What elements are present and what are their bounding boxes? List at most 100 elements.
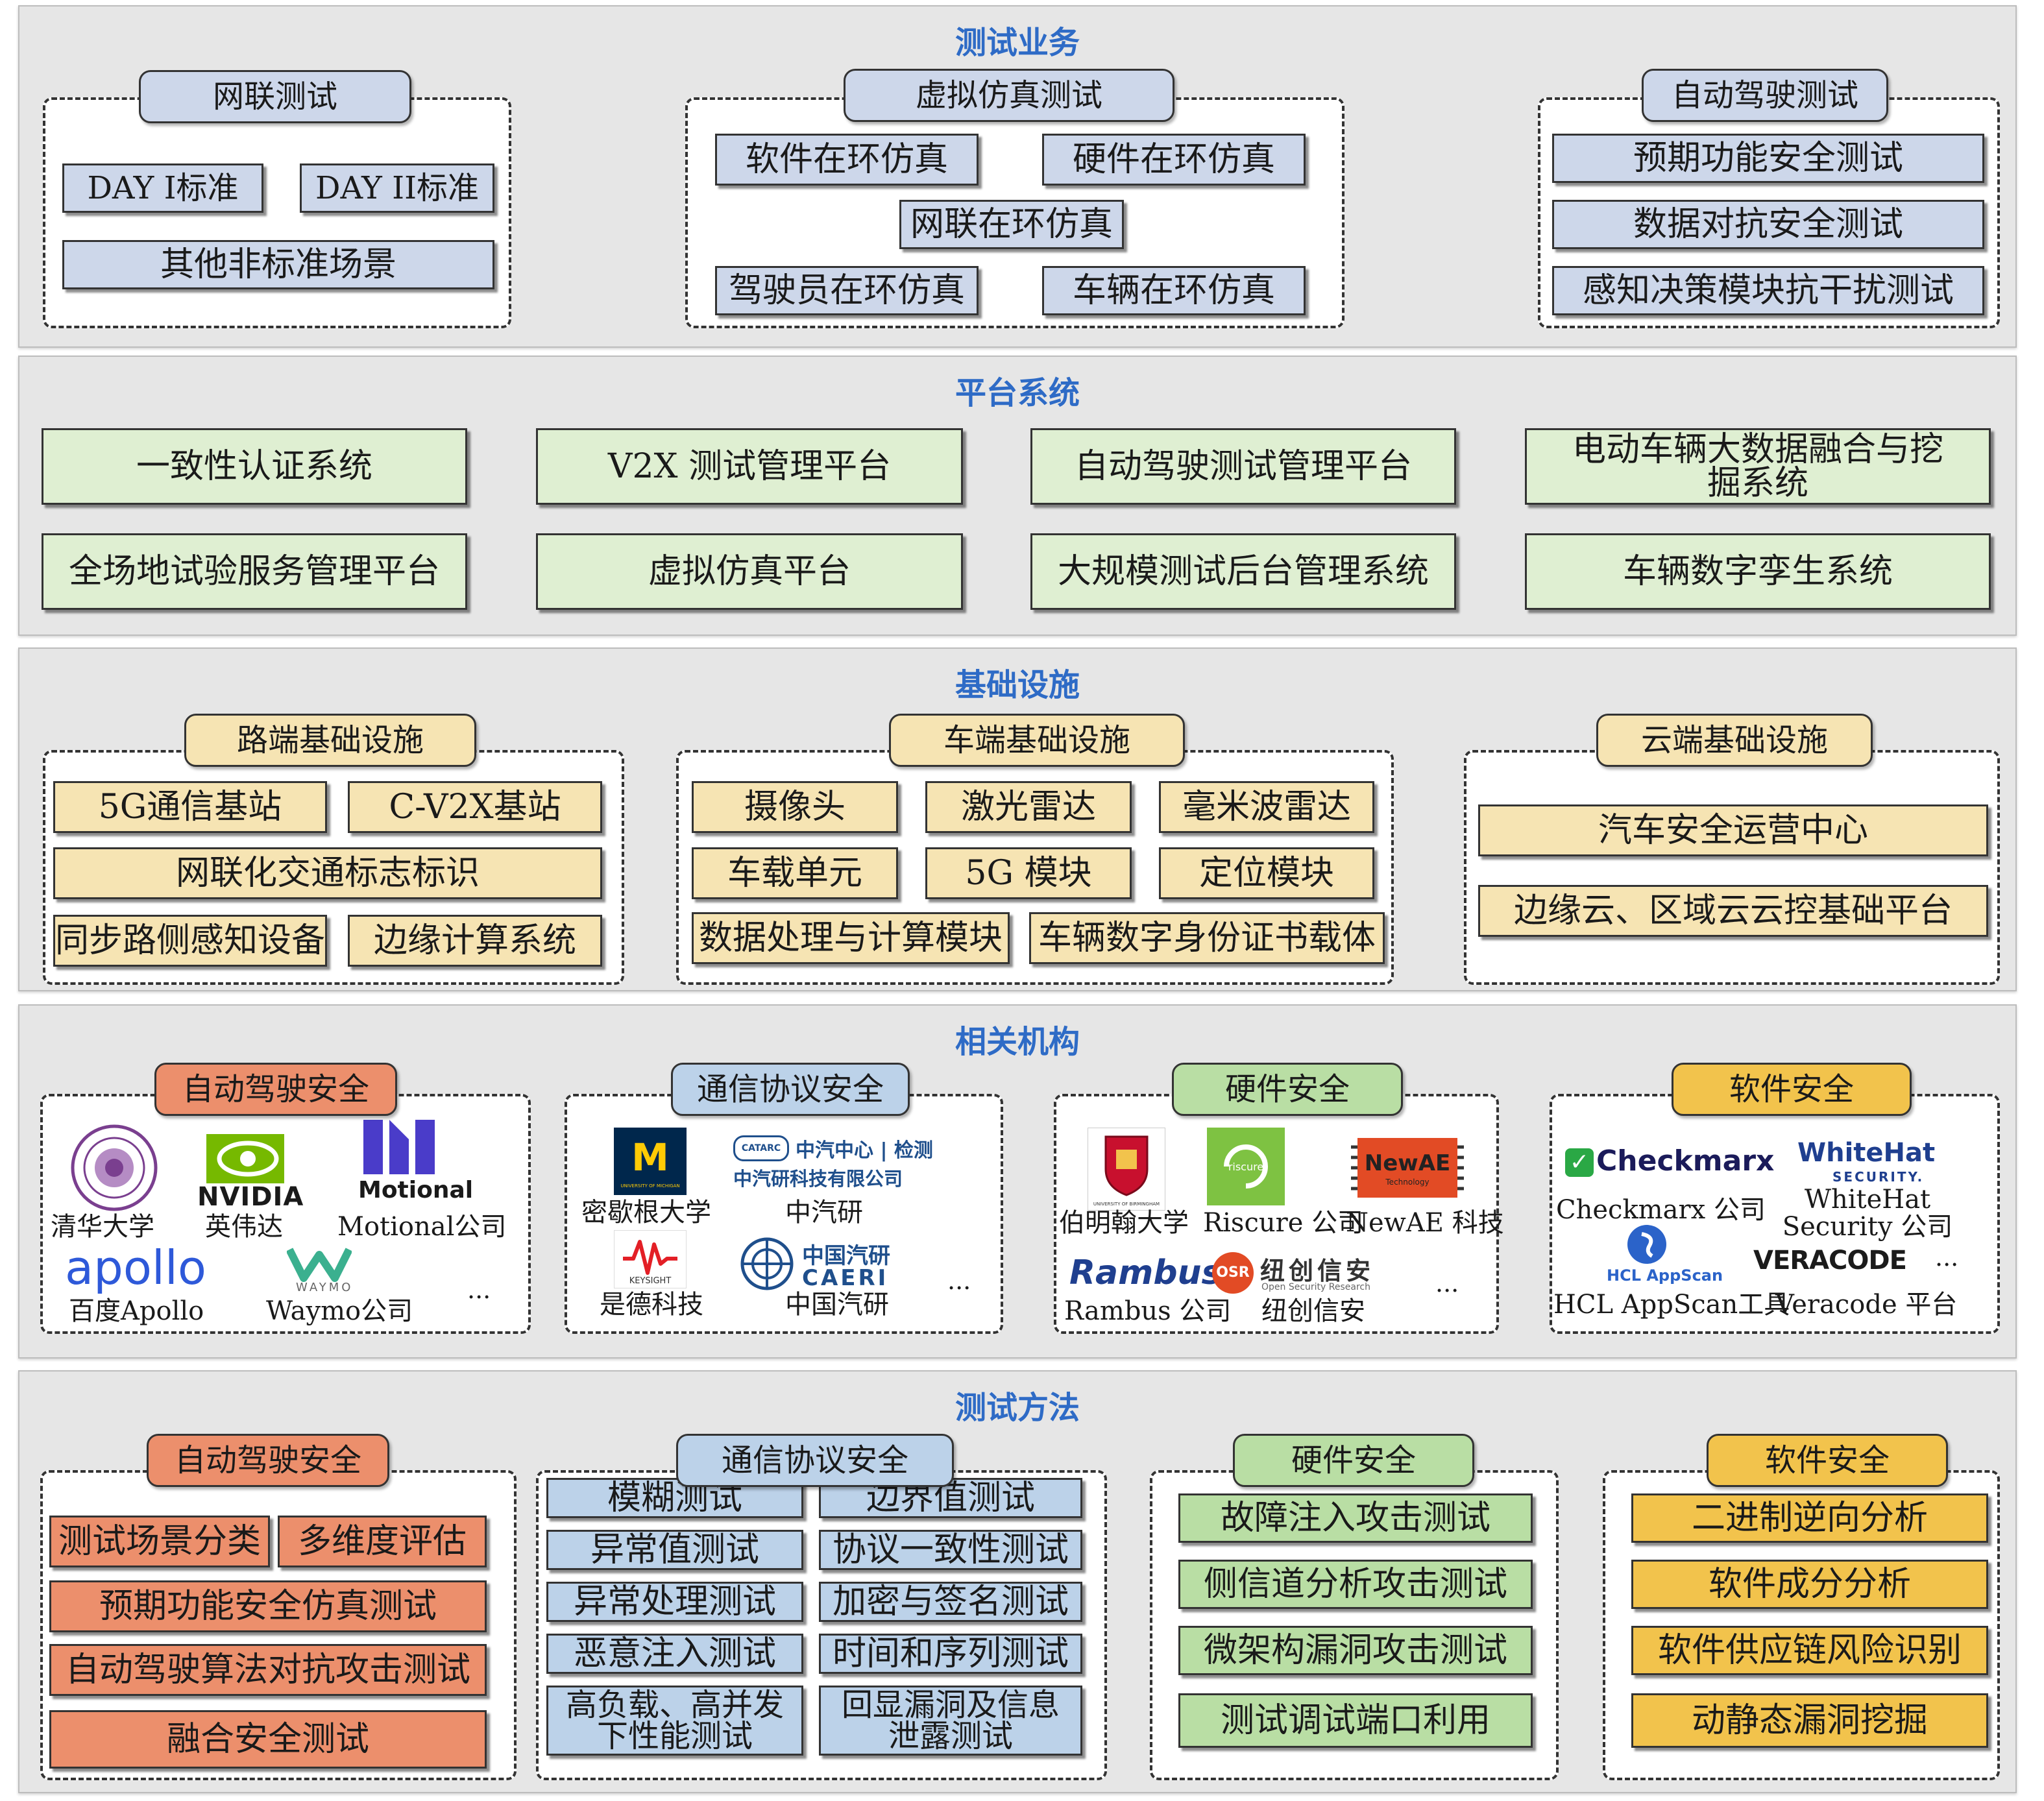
item-positioning-module: 定位模块 <box>1159 847 1374 899</box>
veracode-wordmark: VERACODE <box>1753 1246 1907 1275</box>
platform-digital-twin: 车辆数字孪生系统 <box>1525 533 1991 610</box>
svg-text:M: M <box>631 1135 669 1179</box>
group-title-methods-ad-safety: 自动驾驶安全 <box>147 1434 389 1487</box>
hcl-appscan-icon <box>1627 1225 1666 1264</box>
group-title-virtual-sim: 虚拟仿真测试 <box>844 69 1174 122</box>
nvidia-wordmark: NVIDIA <box>197 1182 304 1212</box>
svg-text:UNIVERSITY OF BIRMINGHAM: UNIVERSITY OF BIRMINGHAM <box>1093 1202 1160 1207</box>
caption-checkmarx: Checkmarx 公司 <box>1556 1195 1766 1225</box>
item-mmwave-radar: 毫米波雷达 <box>1159 781 1374 833</box>
group-title-road-infra: 路端基础设施 <box>184 714 476 767</box>
method-scenario-classification: 测试场景分类 <box>49 1516 270 1567</box>
keysight-logo: KEYSIGHT <box>614 1230 687 1288</box>
more-orgs-sw: ... <box>1935 1243 1959 1272</box>
method-fuzzing: 模糊测试 <box>546 1478 803 1518</box>
caption-keysight: 是德科技 <box>600 1290 703 1320</box>
platform-conformance-cert: 一致性认证系统 <box>42 428 467 505</box>
method-supply-chain-risk: 软件供应链风险识别 <box>1631 1626 1988 1675</box>
catarc-logo: CATARC 中汽中心 | 检测 中汽研科技有限公司 <box>733 1135 967 1191</box>
item-cloud-control-platform: 边缘云、区域云云控基础平台 <box>1478 885 1988 937</box>
group-orgs-hw-safety: UNIVERSITY OF BIRMINGHAM 伯明翰大学 riscure R… <box>1054 1094 1504 1334</box>
item-camera: 摄像头 <box>692 781 898 833</box>
hcl-appscan-wordmark: HCL AppScan <box>1607 1266 1723 1285</box>
whitehat-sub: SECURITY. <box>1832 1169 1925 1185</box>
catarc-badge: CATARC <box>733 1135 789 1161</box>
group-autonomous-test: 预期功能安全测试 数据对抗安全测试 感知决策模块抗干扰测试 <box>1538 97 2000 328</box>
michigan-logo: M UNIVERSITY OF MICHIGAN <box>614 1128 687 1195</box>
item-sotif-test: 预期功能安全测试 <box>1552 134 1984 183</box>
method-sca: 软件成分分析 <box>1631 1560 1988 1609</box>
group-virtual-sim: 软件在环仿真 硬件在环仿真 网联在环仿真 驾驶员在环仿真 车辆在环仿真 <box>685 97 1344 328</box>
checkmarx-wordmark: Checkmarx <box>1596 1144 1775 1178</box>
item-digital-id-carrier: 车辆数字身份证书载体 <box>1029 912 1385 964</box>
nsfocus-badge: OSR <box>1212 1252 1254 1294</box>
caption-michigan: 密歇根大学 <box>581 1198 711 1227</box>
caption-catarc: 中汽研 <box>785 1198 863 1227</box>
item-vehicle-in-loop: 车辆在环仿真 <box>1042 266 1306 315</box>
caption-nvidia: 英伟达 <box>205 1212 283 1242</box>
apollo-wordmark: apollo <box>65 1240 206 1295</box>
item-other-nonstandard: 其他非标准场景 <box>62 240 494 289</box>
caption-apollo: 百度Apollo <box>69 1296 204 1326</box>
waymo-logo <box>287 1248 352 1282</box>
caeri-cn: 中国汽研 <box>802 1243 890 1269</box>
method-timing-sequence: 时间和序列测试 <box>819 1634 1082 1674</box>
caption-birmingham: 伯明翰大学 <box>1059 1208 1189 1238</box>
section-test-business: 测试业务 DAY I标准 DAY II标准 其他非标准场景 网联测试 软件在环仿… <box>18 5 2017 348</box>
item-5g-base-station: 5G通信基站 <box>53 781 327 833</box>
group-title-methods-hw-safety: 硬件安全 <box>1233 1434 1474 1487</box>
group-cloud-infra: 汽车安全运营中心 边缘云、区域云云控基础平台 <box>1464 750 2000 985</box>
group-title-orgs-ad-safety: 自动驾驶安全 <box>154 1063 397 1116</box>
group-road-infra: 5G通信基站 C-V2X基站 网联化交通标志标识 同步路侧感知设备 边缘计算系统 <box>43 750 624 985</box>
section-title-platform: 平台系统 <box>955 375 1080 411</box>
platform-large-scale-backend: 大规模测试后台管理系统 <box>1030 533 1456 610</box>
nsfocus-logo: OSR 纽创信安 Open Security Research <box>1212 1252 1400 1295</box>
item-traffic-signs: 网联化交通标志标识 <box>53 847 602 899</box>
method-multidim-eval: 多维度评估 <box>278 1516 487 1567</box>
method-ad-adversarial: 自动驾驶算法对抗攻击测试 <box>49 1644 487 1696</box>
group-title-methods-sw-safety: 软件安全 <box>1707 1434 1948 1487</box>
caption-hcl: HCL AppScan工具 <box>1553 1290 1790 1320</box>
item-day2-standard: DAY II标准 <box>300 163 494 213</box>
group-title-cloud-infra: 云端基础设施 <box>1596 714 1873 767</box>
more-orgs-comm: ... <box>947 1266 971 1295</box>
caption-whitehat: WhiteHat Security 公司 <box>1782 1185 1953 1242</box>
method-fault-injection: 故障注入攻击测试 <box>1178 1493 1533 1543</box>
waymo-wordmark: WAYMO <box>296 1281 354 1294</box>
motional-wordmark: Motional <box>358 1177 474 1203</box>
caption-nsfocus: 纽创信安 <box>1261 1296 1365 1326</box>
platform-ev-bigdata: 电动车辆大数据融合与挖掘系统 <box>1525 428 1991 505</box>
group-orgs-ad-safety: 清华大学 NVIDIA 英伟达 Motional Motional公司 apol… <box>40 1094 531 1334</box>
nsfocus-sub: Open Security Research <box>1261 1282 1370 1292</box>
group-title-orgs-comm-safety: 通信协议安全 <box>671 1063 910 1116</box>
platform-virtual-sim: 虚拟仿真平台 <box>536 533 963 610</box>
item-data-processing: 数据处理与计算模块 <box>692 912 1010 964</box>
checkmark-icon: ✓ <box>1565 1148 1594 1177</box>
group-connected-test: DAY I标准 DAY II标准 其他非标准场景 <box>43 97 511 328</box>
caption-newae: NewAE 科技 <box>1346 1208 1504 1238</box>
nsfocus-cn: 纽创信安 <box>1260 1257 1375 1285</box>
caption-veracode: Veracode 平台 <box>1775 1290 1958 1320</box>
method-sotif-simulation: 预期功能安全仿真测试 <box>49 1580 487 1632</box>
item-data-adversarial-test: 数据对抗安全测试 <box>1552 200 1984 249</box>
svg-text:riscure: riscure <box>1228 1161 1263 1173</box>
group-title-autonomous-test: 自动驾驶测试 <box>1642 69 1888 122</box>
item-cv2x-base-station: C-V2X基站 <box>348 781 602 833</box>
caption-rambus: Rambus 公司 <box>1064 1296 1232 1326</box>
caeri-emblem <box>740 1237 794 1290</box>
method-binary-reverse: 二进制逆向分析 <box>1631 1493 1988 1543</box>
group-title-connected-test: 网联测试 <box>139 70 411 123</box>
caption-caeri: 中国汽研 <box>785 1290 889 1320</box>
more-orgs-ad: ... <box>467 1275 491 1304</box>
caption-motional: Motional公司 <box>337 1212 507 1242</box>
rambus-wordmark: Rambus <box>1069 1253 1222 1292</box>
section-platform: 平台系统 一致性认证系统 V2X 测试管理平台 自动驾驶测试管理平台 电动车辆大… <box>18 356 2017 636</box>
group-orgs-comm-safety: M UNIVERSITY OF MICHIGAN 密歇根大学 CATARC 中汽… <box>565 1094 1003 1334</box>
method-side-channel: 侧信道分析攻击测试 <box>1178 1560 1533 1609</box>
method-abnormal-value: 异常值测试 <box>546 1530 803 1570</box>
section-infrastructure: 基础设施 5G通信基站 C-V2X基站 网联化交通标志标识 同步路侧感知设备 边… <box>18 647 2017 991</box>
group-methods-hw-safety: 故障注入攻击测试 侧信道分析攻击测试 微架构漏洞攻击测试 测试调试端口利用 <box>1150 1470 1559 1780</box>
platform-v2x-test-mgmt: V2X 测试管理平台 <box>536 428 963 505</box>
method-debug-port: 测试调试端口利用 <box>1178 1693 1533 1748</box>
method-encryption-signature: 加密与签名测试 <box>819 1582 1082 1622</box>
